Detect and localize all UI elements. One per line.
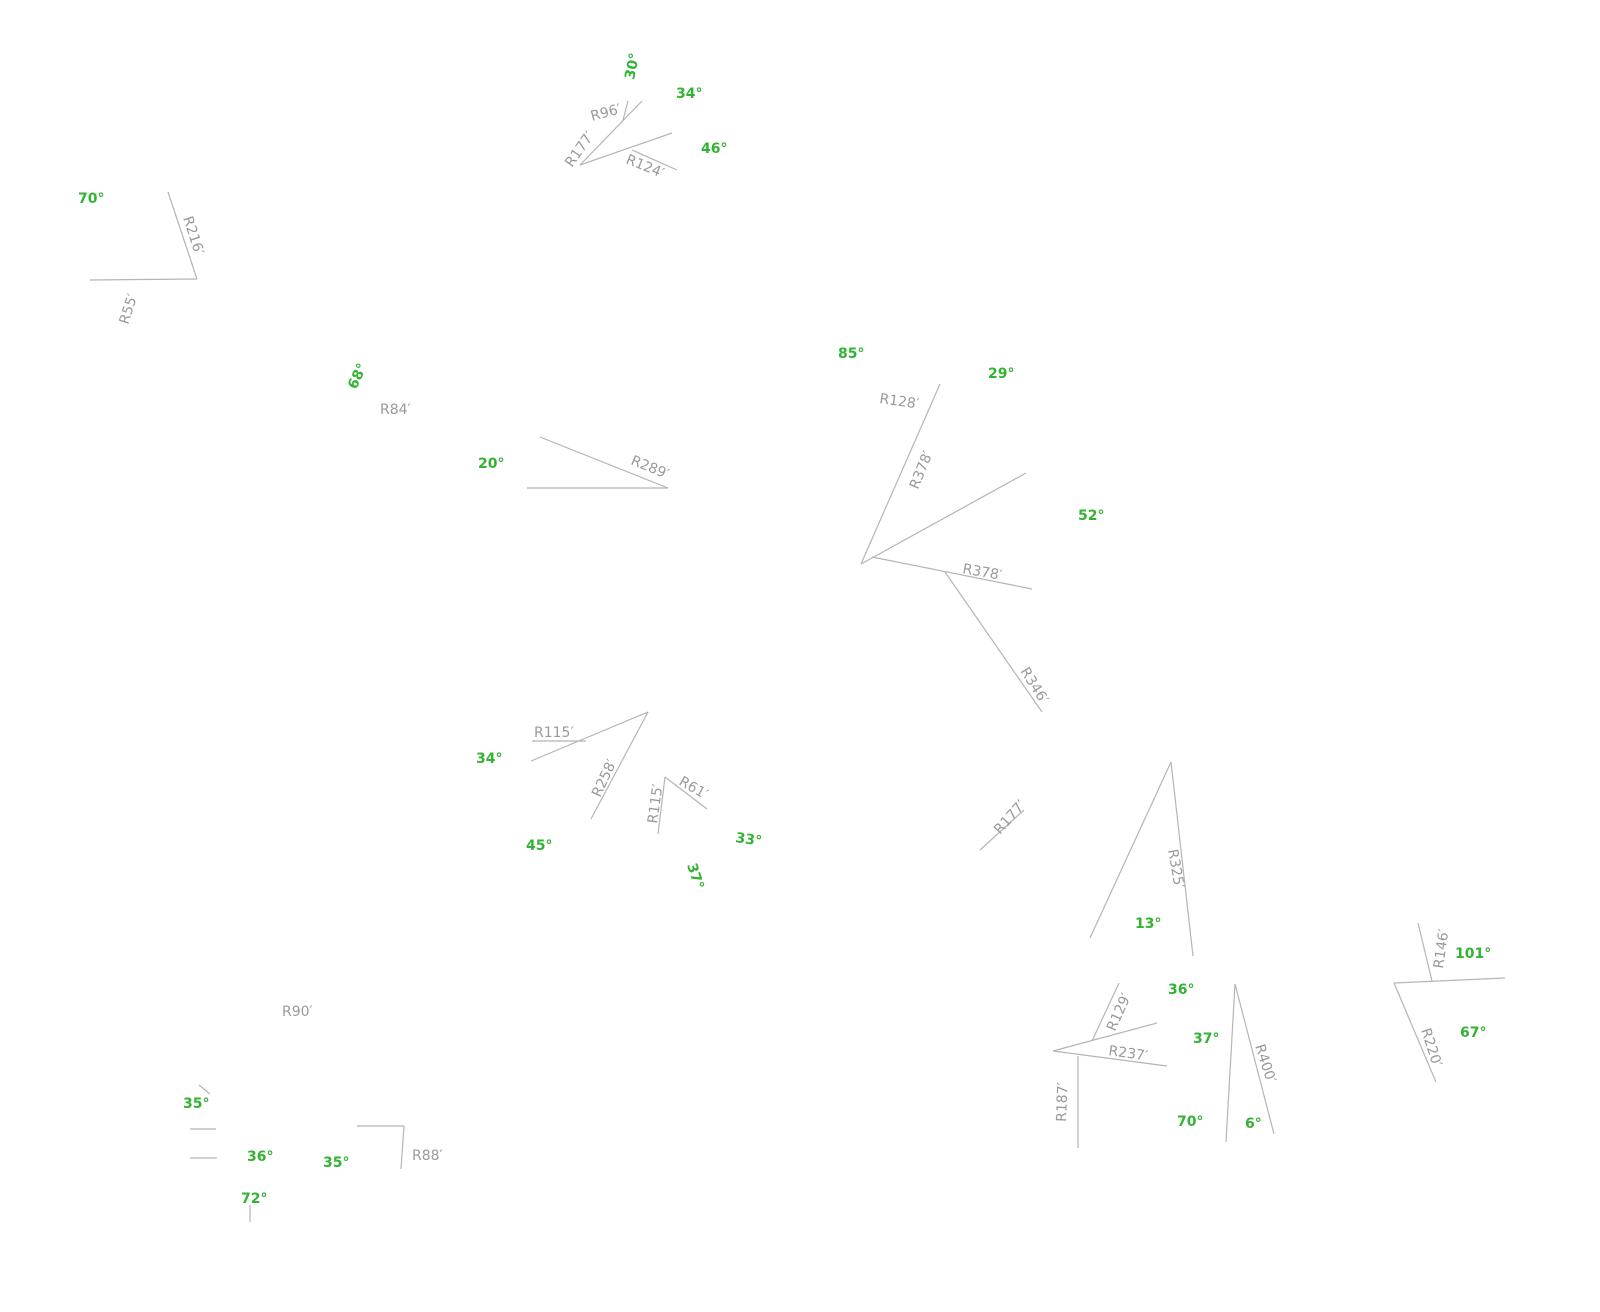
angle-label: 46°	[701, 141, 727, 157]
angle-label: 29°	[988, 366, 1014, 382]
radius-label: R187′	[1054, 1082, 1071, 1122]
angle-label: 101°	[1455, 946, 1491, 962]
angle-label: 67°	[1460, 1025, 1486, 1041]
radius-label: R289′	[629, 453, 672, 483]
angle-label: 33°	[734, 830, 762, 850]
road-segment	[89, 278, 198, 281]
angle-label: 36°	[1168, 982, 1194, 998]
road-segment	[1225, 983, 1236, 1143]
angle-label: 34°	[676, 86, 702, 102]
road-segment	[1052, 1050, 1168, 1067]
angle-label: 37°	[683, 861, 706, 891]
angle-label: 30°	[622, 52, 643, 81]
road-segment	[871, 556, 1033, 590]
road-segment	[657, 776, 666, 835]
road-segment	[622, 100, 629, 121]
road-segment	[1417, 922, 1433, 982]
angle-label: 35°	[323, 1155, 349, 1171]
angle-labels: 30° 34° 46° 70° 68° 20° 85° 29° 52° 34° …	[78, 52, 1491, 1207]
radius-label: R96′	[589, 101, 623, 124]
radius-label: R115′	[645, 783, 666, 824]
angle-label: 52°	[1078, 508, 1104, 524]
angle-label: 35°	[183, 1096, 209, 1112]
radius-label: R258′	[589, 757, 620, 800]
radius-label: R88′	[412, 1148, 443, 1164]
radius-label: R84′	[380, 402, 411, 418]
angle-label: 72°	[241, 1191, 267, 1207]
road-segments	[89, 100, 1506, 1222]
angle-label: 70°	[78, 191, 104, 207]
road-segment	[1089, 761, 1172, 939]
road-segment	[167, 191, 198, 280]
radius-label: R55′	[117, 292, 142, 326]
radius-labels: R96′ R177′ R124′ R216′ R55′ R84′ R289′ R…	[117, 101, 1453, 1164]
angle-label: 6°	[1245, 1116, 1262, 1132]
angle-label: 34°	[476, 751, 502, 767]
road-segment	[1170, 761, 1194, 957]
road-segment	[1091, 982, 1120, 1042]
radius-label: R378′	[907, 449, 937, 492]
road-segment	[530, 711, 649, 762]
road-segment	[860, 383, 941, 565]
road-segment	[579, 100, 643, 166]
radius-label: R346′	[1017, 665, 1052, 707]
radius-label: R128′	[878, 391, 919, 412]
road-segment	[860, 472, 1027, 565]
radius-label: R146′	[1431, 928, 1452, 969]
radius-label: R325′	[1164, 848, 1187, 890]
road-segment	[1234, 983, 1275, 1135]
road-segment	[590, 711, 649, 820]
angle-label: 37°	[1193, 1031, 1219, 1047]
road-segment	[664, 776, 708, 810]
angle-label: 70°	[1177, 1114, 1203, 1130]
angle-label: 13°	[1135, 916, 1161, 932]
angle-label: 36°	[247, 1149, 273, 1165]
radius-label: R177′	[991, 798, 1029, 838]
road-segment	[539, 436, 669, 489]
road-segment	[1393, 982, 1437, 1083]
road-segment	[1393, 977, 1506, 984]
angle-label: 45°	[526, 838, 552, 854]
road-segment	[579, 132, 673, 166]
road-segment	[631, 149, 678, 171]
radius-label: R129′	[1104, 991, 1135, 1034]
angle-label: 85°	[838, 346, 864, 362]
radius-label: R115′	[534, 725, 574, 741]
radius-label: R90′	[282, 1004, 313, 1020]
road-segment	[944, 571, 1043, 713]
road-segment	[198, 1084, 211, 1095]
angle-label: 68°	[345, 361, 371, 392]
radius-label: R237′	[1107, 1043, 1148, 1064]
angle-label: 20°	[478, 456, 504, 472]
radius-label: R378′	[961, 561, 1003, 584]
road-segment	[979, 809, 1025, 851]
road-segment	[1052, 1022, 1158, 1052]
radius-label: R216′	[179, 214, 206, 257]
road-segment	[400, 1125, 405, 1170]
